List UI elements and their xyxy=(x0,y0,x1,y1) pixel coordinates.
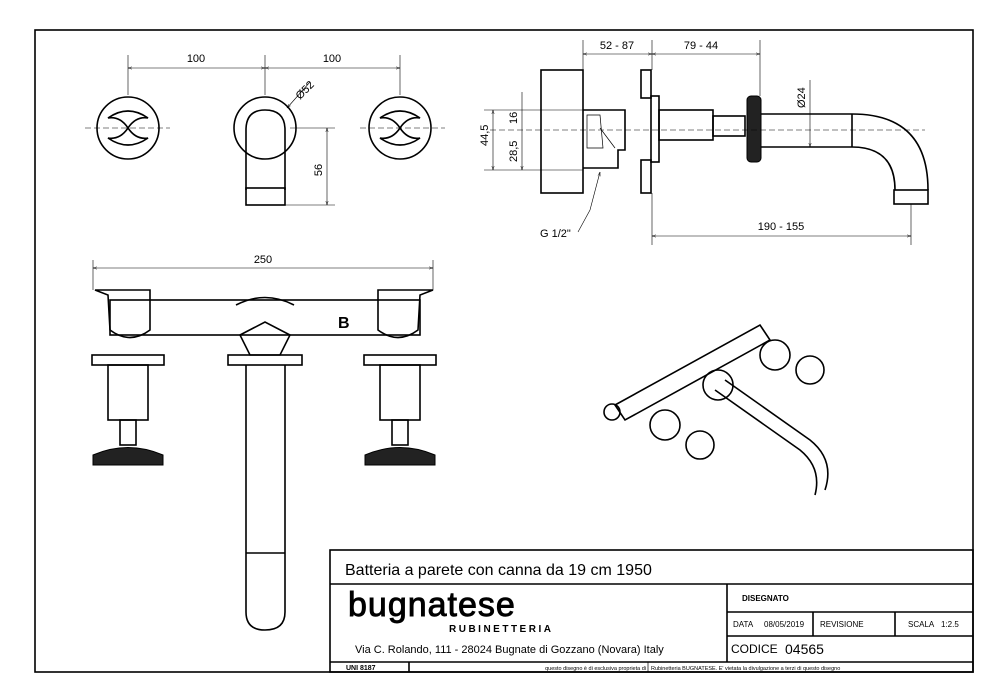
dim-wall-depth: 52 - 87 xyxy=(600,40,634,52)
dim-height-total: 44,5 xyxy=(479,125,491,146)
revisione-label: REVISIONE xyxy=(820,620,864,629)
address: Via C. Rolando, 111 - 28024 Bugnate di G… xyxy=(355,644,664,656)
dim-spacing-left: 100 xyxy=(187,53,205,65)
drawing-title: Batteria a parete con canna da 19 cm 195… xyxy=(345,562,652,579)
logo-text: bugnatese xyxy=(348,586,516,624)
disclaimer-b: Rubinetteria BUGNATESE. E' vietata la di… xyxy=(651,666,840,672)
data-value: 08/05/2019 xyxy=(764,620,805,629)
front-elevation: 250 B xyxy=(91,254,437,631)
codice-label: CODICE xyxy=(731,642,778,656)
dim-spout-reach: 190 - 155 xyxy=(758,221,804,233)
dim-spout-diameter: Ø24 xyxy=(796,87,808,108)
front-view-top: 100 100 56 Ø52 xyxy=(85,53,445,206)
side-section-view: 52 - 87 79 - 44 Ø24 44,5 16 28,5 G 1/2" … xyxy=(479,40,929,245)
title-block: Batteria a parete con canna da 19 cm 195… xyxy=(329,549,974,673)
isometric-view xyxy=(603,323,829,496)
body-label: B xyxy=(338,315,350,332)
valve-right xyxy=(363,354,437,466)
handle-left-front xyxy=(96,96,160,160)
disegnato-label: DISEGNATO xyxy=(742,594,789,603)
scala-label: SCALA xyxy=(908,620,935,629)
dim-total-width: 250 xyxy=(254,254,272,266)
dim-spout-height: 56 xyxy=(313,164,325,176)
dim-projection: 79 - 44 xyxy=(684,40,718,52)
handle-right-front xyxy=(368,96,432,160)
data-label: DATA xyxy=(733,620,754,629)
scala-value: 1:2.5 xyxy=(941,620,959,629)
dim-height-lower: 28,5 xyxy=(508,141,520,162)
valve-left xyxy=(91,354,165,466)
standard-label: UNI 8187 xyxy=(346,665,376,672)
disclaimer-a: questo disegno è di esclusiva proprieta … xyxy=(545,666,646,672)
spout-rosette-front xyxy=(233,96,297,160)
logo-subtext: RUBINETTERIA xyxy=(449,624,553,635)
dim-height-upper: 16 xyxy=(508,112,520,124)
dim-thread: G 1/2" xyxy=(540,228,571,240)
dim-spacing-right: 100 xyxy=(323,53,341,65)
dim-rosette-diameter: Ø52 xyxy=(294,79,317,102)
codice-value: 04565 xyxy=(785,641,824,657)
